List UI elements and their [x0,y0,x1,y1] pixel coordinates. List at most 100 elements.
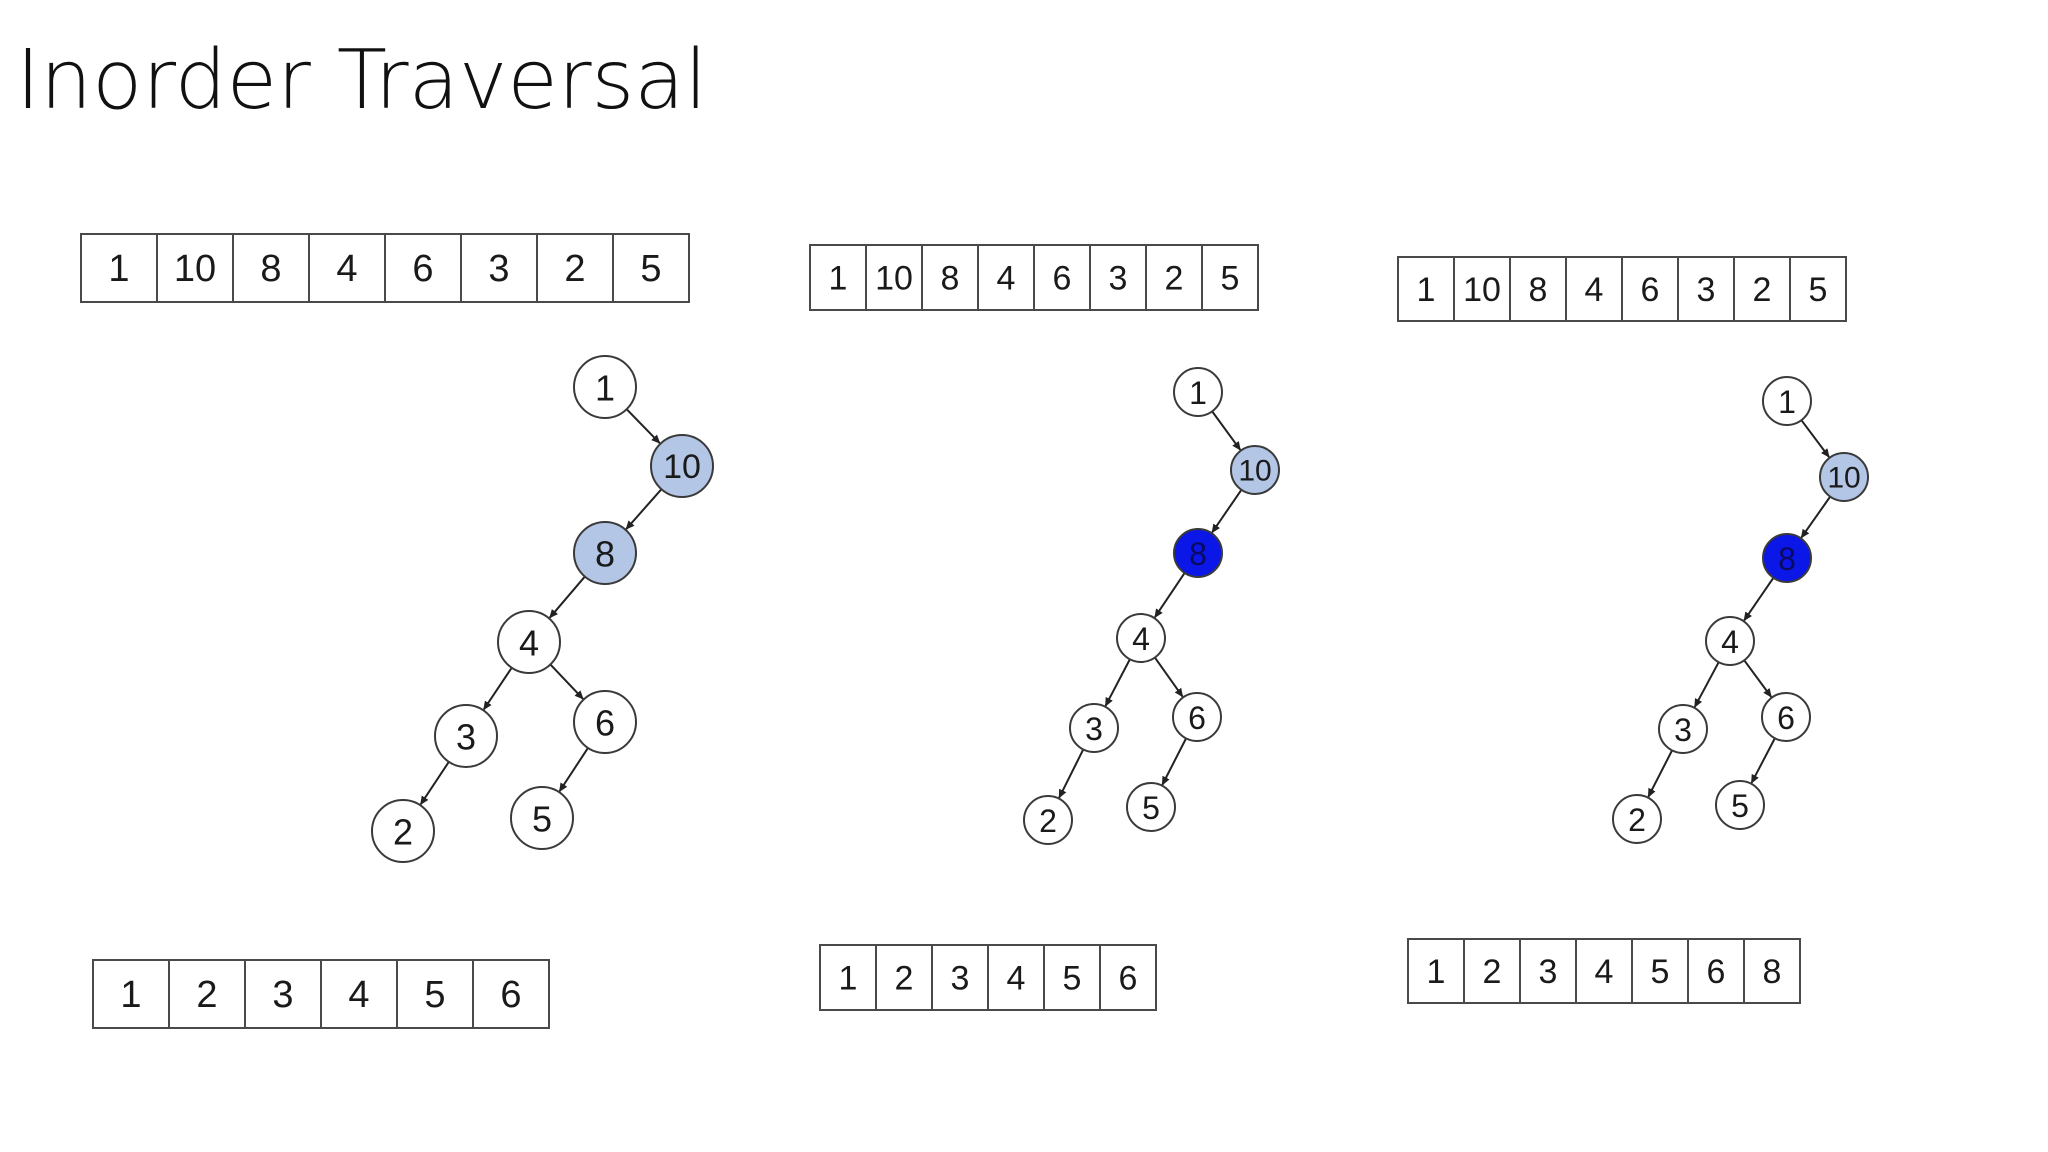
tree-node-label: 5 [532,799,552,840]
input-array-cell: 3 [1677,256,1735,322]
array-cell-box [612,233,690,303]
output-array-cell: 8 [1743,938,1801,1004]
tree-edge-arrow [549,663,584,700]
tree-node-10: 10 [1230,445,1280,495]
output-array-cell: 1 [819,944,877,1011]
tree-node-5: 5 [1126,782,1176,832]
input-array-cell: 1 [80,233,158,303]
input-array-cell: 3 [460,233,538,303]
tree-node-circle [1761,692,1811,742]
tree-node-circle [1762,533,1812,583]
array-cell-box [1453,256,1511,322]
tree-node-label: 1 [1189,375,1207,411]
input-array-cell: 10 [1453,256,1511,322]
array-cell-value: 2 [564,248,585,290]
tree-node-1: 1 [1762,376,1812,426]
tree-node-label: 4 [519,623,539,664]
output-array-cell: 2 [875,944,933,1011]
array-cell-box [819,944,877,1011]
array-cell-box [92,959,170,1029]
output-array-cell: 6 [1099,944,1157,1011]
input-array-cell: 3 [1089,244,1147,311]
tree-edge-arrow [1211,410,1242,451]
tree-node-label: 8 [1778,541,1796,577]
input-array-cell: 6 [1033,244,1091,311]
array-cell-box [865,244,923,311]
array-cell-value: 5 [640,248,661,290]
output-array-cell: 3 [931,944,989,1011]
tree-node-4: 4 [1116,613,1166,663]
array-cell-box [1463,938,1521,1004]
array-cell-box [308,233,386,303]
output-array-cell: 2 [168,959,246,1029]
array-cell-value: 3 [951,960,970,998]
output-array-cell: 1 [1407,938,1465,1004]
array-cell-value: 5 [1221,260,1240,298]
tree-node-label: 3 [1085,711,1103,747]
array-cell-box [1089,244,1147,311]
array-cell-box [460,233,538,303]
input-array-cell: 2 [1733,256,1791,322]
tree-node-label: 4 [1132,621,1150,657]
array-cell-value: 1 [1427,953,1446,991]
array-cell-box [1201,244,1259,311]
tree-node-4: 4 [497,610,561,674]
input-array-cell: 1 [1397,256,1455,322]
tree-node-3: 3 [1069,703,1119,753]
array-cell-box [977,244,1035,311]
array-cell-value: 8 [1763,953,1782,991]
tree-node-circle [1116,613,1166,663]
tree-node-2: 2 [1023,795,1073,845]
tree-edges [1647,419,1832,798]
array-cell-value: 2 [1753,271,1772,309]
array-cell-value: 4 [1007,960,1026,998]
array-cell-box [244,959,322,1029]
tree-node-circle [1230,445,1280,495]
tree-node-circle [1173,367,1223,417]
array-cell-box [472,959,550,1029]
tree-node-circle [1715,780,1765,830]
array-cell-box [80,233,158,303]
array-cell-box [921,244,979,311]
array-cell-box [931,944,989,1011]
array-cell-box [1621,256,1679,322]
tree-node-circle [1023,795,1073,845]
tree-node-circle [1069,703,1119,753]
input-array-cell: 5 [612,233,690,303]
tree-node-circle [510,786,574,850]
input-array-cell: 8 [921,244,979,311]
tree-node-label: 10 [1238,455,1271,488]
tree-node-circle [573,521,637,585]
array-cell-value: 3 [1109,260,1128,298]
tree-node-1: 1 [573,355,637,419]
tree-node-label: 10 [1827,462,1860,495]
tree-node-10: 10 [1819,452,1869,502]
tree-node-8: 8 [1173,528,1223,578]
array-cell-box [1743,938,1801,1004]
array-cell-value: 3 [488,248,509,290]
tree-node-5: 5 [510,786,574,850]
array-cell-value: 3 [272,974,293,1016]
tree-node-label: 5 [1142,790,1160,826]
array-cell-value: 8 [260,248,281,290]
array-cell-box [1677,256,1735,322]
tree-edge-arrow [1647,749,1673,798]
slide-title: Inorder Traversal [16,33,708,128]
tree-node-3: 3 [1658,704,1708,754]
tree-node-8: 8 [573,521,637,585]
output-array-cell: 6 [1687,938,1745,1004]
array-cell-box [987,944,1045,1011]
array-cell-value: 6 [500,974,521,1016]
tree-edge-arrow [1800,496,1832,539]
tree-node-circle [1173,528,1223,578]
array-cell-value: 6 [412,248,433,290]
tree-edge-arrow [625,488,663,530]
tree-node-3: 3 [434,704,498,768]
array-cell-box [384,233,462,303]
tree-node-2: 2 [371,799,435,863]
